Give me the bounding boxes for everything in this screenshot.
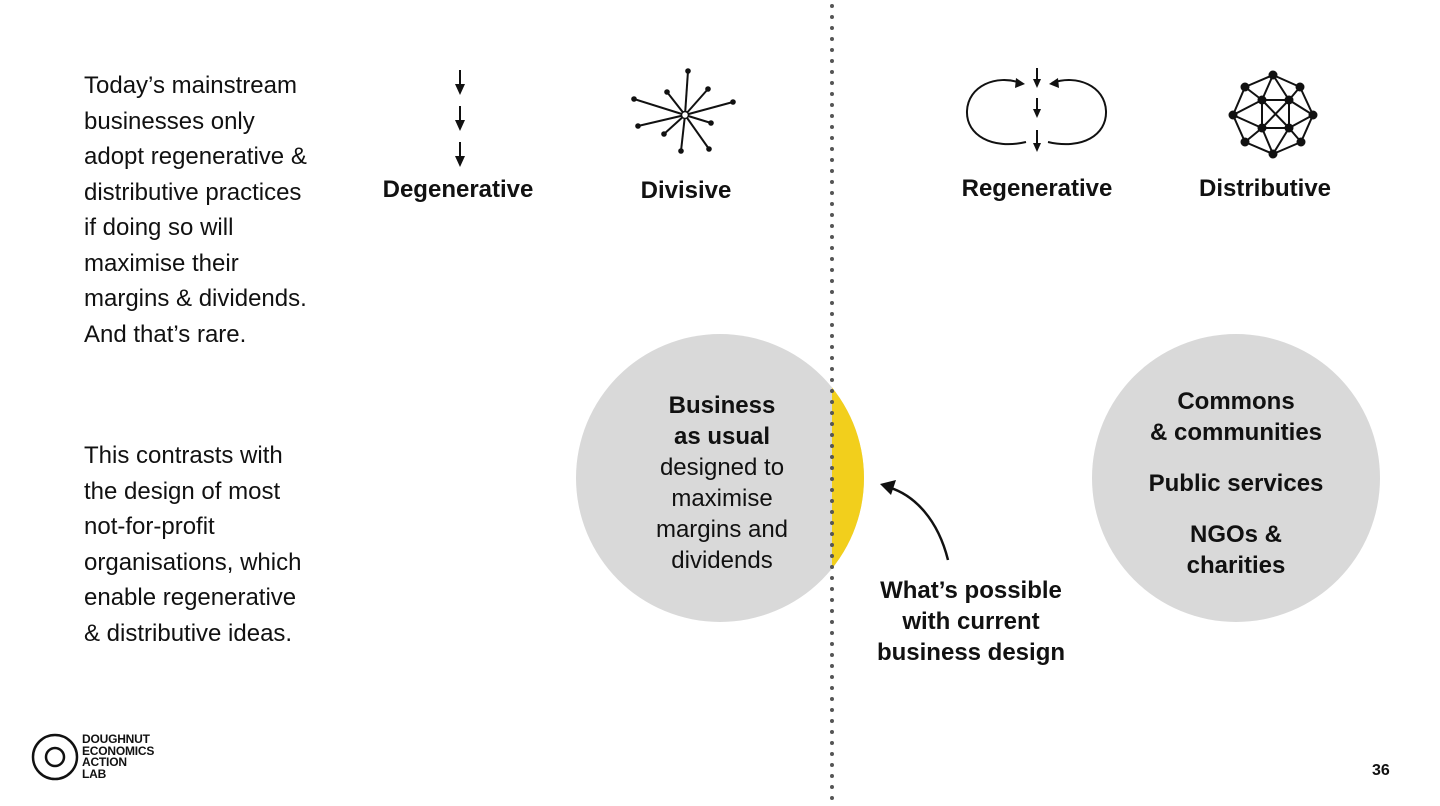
- divisive-label: Divisive: [640, 177, 732, 204]
- logo-wordmark: DOUGHNUT ECONOMICS ACTION LAB: [82, 732, 155, 781]
- downward-arrows-icon: [455, 70, 465, 167]
- callout-line-3: business design: [876, 639, 1066, 666]
- logo-line-4: LAB: [82, 766, 107, 781]
- logo-line-3: ACTION: [82, 755, 127, 769]
- commons-line-1: Commons: [1177, 388, 1295, 415]
- possible-callout: What’s possible with current business de…: [866, 575, 1076, 668]
- callout-arrow-icon: [887, 485, 950, 561]
- business-as-usual-circle: [576, 334, 864, 622]
- intro-paragraph-2: This contrasts with the design of most n…: [84, 442, 302, 647]
- business-title-line-1: Business: [668, 392, 776, 419]
- ngos-line-2: charities: [1186, 552, 1286, 579]
- distributive-label: Distributive: [1198, 175, 1332, 202]
- logo-line-2: ECONOMICS: [82, 743, 155, 758]
- page-number: 36: [1372, 762, 1390, 779]
- business-desc-line-4: dividends: [671, 547, 773, 574]
- doughnut-logo-icon: [31, 733, 79, 781]
- logo-line-1: DOUGHNUT: [82, 732, 150, 746]
- business-as-usual-text: Business as usual designed to maximise m…: [612, 390, 832, 576]
- loop-arrows-icon: [965, 68, 1108, 152]
- callout-line-2: with current: [902, 608, 1040, 635]
- starburst-icon: [631, 68, 736, 154]
- business-desc-line-2: maximise: [671, 485, 773, 512]
- ngos-line-1: NGOs &: [1189, 521, 1282, 548]
- business-desc-line-1: designed to: [659, 454, 785, 481]
- degenerative-label: Degenerative: [382, 176, 534, 203]
- not-for-profit-text: Commons & communities Public services NG…: [1116, 386, 1356, 581]
- commons-line-2: & communities: [1149, 419, 1323, 446]
- network-icon: [1228, 70, 1318, 159]
- business-desc-line-3: margins and: [655, 516, 789, 543]
- not-for-profit-circle: [1092, 334, 1380, 622]
- callout-arrowhead-icon: [880, 480, 896, 495]
- regenerative-label: Regenerative: [961, 175, 1113, 202]
- callout-line-1: What’s possible: [880, 577, 1062, 604]
- business-title-line-2: as usual: [673, 423, 771, 450]
- public-services-label: Public services: [1148, 470, 1324, 497]
- intro-paragraph-1: Today’s mainstream businesses only adopt…: [84, 72, 307, 348]
